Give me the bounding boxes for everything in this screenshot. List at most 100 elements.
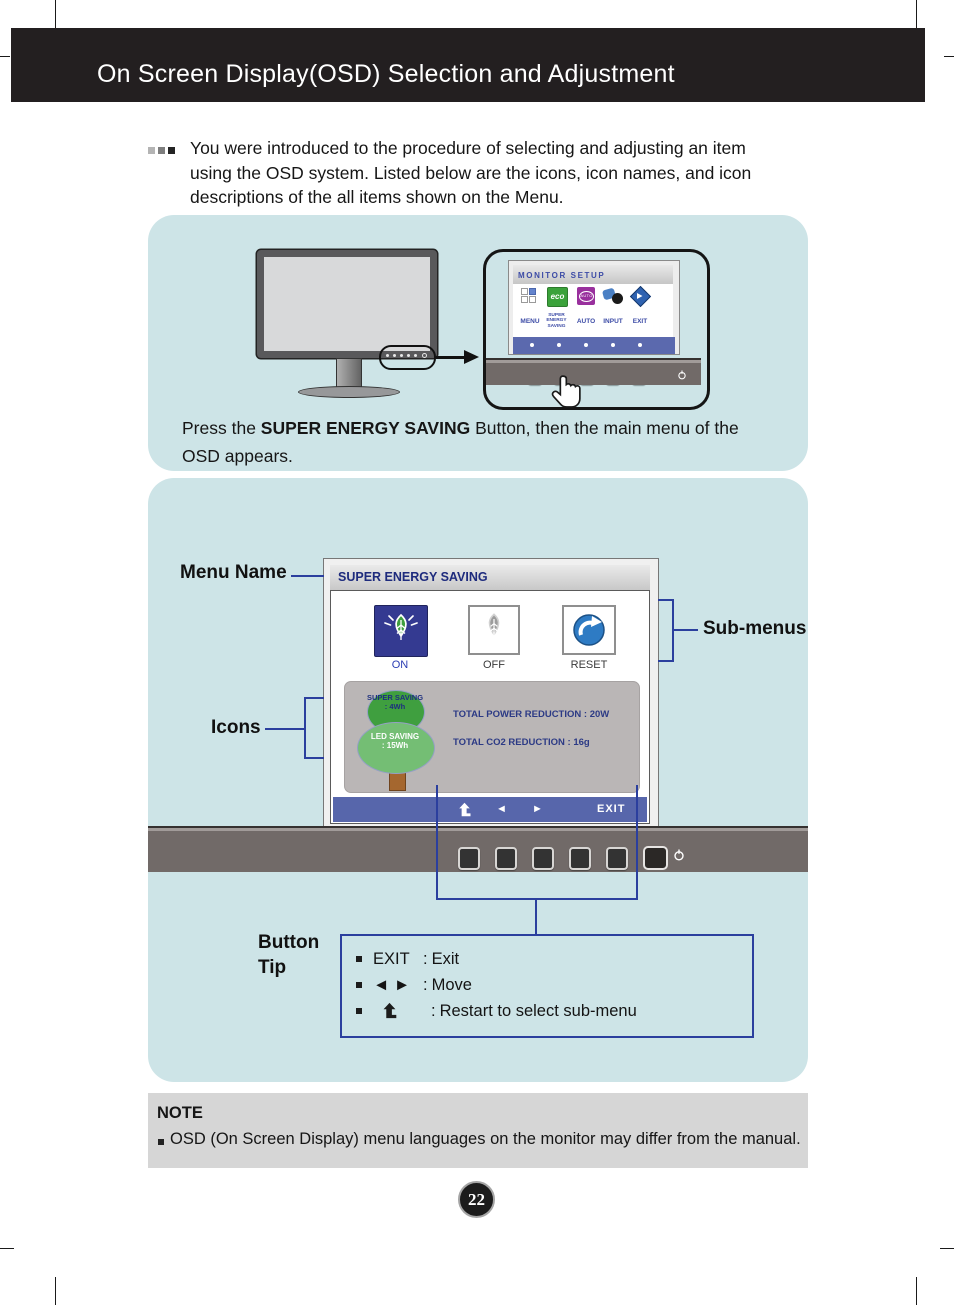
power-icon (678, 370, 686, 380)
intro-paragraph: You were introduced to the procedure of … (190, 136, 751, 210)
icons-bracket (265, 728, 306, 730)
monitor-stand (336, 358, 362, 389)
osd2-footer-bar: ◄ ► EXIT (333, 797, 647, 822)
page-number: 22 (468, 1189, 485, 1209)
reset-circle-arrow-icon (573, 614, 605, 646)
note-heading: NOTE (157, 1104, 203, 1122)
total-power-reduction: TOTAL POWER REDUCTION : 20W (453, 709, 610, 720)
icons-bracket (304, 757, 324, 759)
tip-sep: : (423, 949, 428, 968)
osd2-title-bar: SUPER ENERGY SAVING (330, 565, 650, 590)
input-button-2 (569, 847, 591, 870)
press-rest: Button, then the main menu of the (470, 418, 739, 438)
page-number-badge: 22 (458, 1181, 495, 1218)
crop-mark (916, 1277, 917, 1305)
left-arrow-icon: ◄ (496, 803, 507, 815)
submenus-bracket (672, 599, 674, 662)
icons-callout: Icons (211, 717, 261, 738)
control-buttons-highlight-oval (379, 345, 436, 370)
footer-exit-label: EXIT (597, 803, 626, 815)
page-title: On Screen Display(OSD) Selection and Adj… (97, 60, 675, 88)
tip-term: EXIT (373, 949, 410, 968)
up-arrow-icon (459, 802, 471, 817)
osd2-content: ON OFF RESET SUPER SAVING : 4Wh LED SAVI… (330, 590, 650, 824)
intro-bullet-icon (148, 147, 178, 155)
crop-mark (0, 1248, 14, 1249)
crop-mark (944, 56, 954, 57)
auto-button-2 (532, 847, 554, 870)
super-saving-text: SUPER SAVING : 4Wh (366, 693, 424, 711)
tip-up-arrow-icon (373, 1002, 431, 1021)
submenus-callout: Sub-menus (703, 618, 807, 639)
input-label: INPUT (603, 318, 623, 325)
press-instruction: Press the SUPER ENERGY SAVING Button, th… (182, 418, 739, 467)
button-tip-box: EXIT : Exit ◄ ► : Move : Restart to sele… (340, 934, 754, 1038)
tip-sep: : (423, 975, 428, 994)
power-button-2 (643, 846, 668, 870)
menu-label: MENU (520, 318, 540, 325)
reset-tile (562, 605, 616, 655)
osd-title: MONITOR SETUP (518, 271, 606, 280)
buttons-bracket (436, 785, 438, 900)
submenus-bracket (674, 629, 698, 631)
press-button-name: SUPER ENERGY SAVING (260, 418, 471, 438)
crop-mark (940, 1248, 954, 1249)
super-energy-saving-osd-window: SUPER ENERGY SAVING (323, 558, 659, 832)
submenus-bracket (658, 660, 674, 662)
osd-footer-bar (513, 337, 675, 354)
crop-mark (55, 0, 56, 28)
osd-title-bar: MONITOR SETUP (513, 265, 673, 284)
off-label: OFF (483, 659, 505, 671)
leaf-off-icon (488, 613, 500, 640)
intro-line: descriptions of the all items shown on t… (190, 187, 564, 207)
tip-bullet-icon (356, 956, 362, 962)
tip-row-restart: : Restart to select sub-menu (356, 998, 736, 1024)
exit-icon (629, 285, 652, 308)
pointer-arrow-head (464, 350, 479, 364)
mini-button-dots (386, 353, 430, 358)
super-energy-saving-label: SUPER ENERGY SAVING (546, 313, 567, 329)
reset-label: RESET (570, 659, 608, 671)
energy-info-panel: SUPER SAVING : 4Wh LED SAVING : 15Wh TOT… (344, 681, 640, 793)
tip-desc: Move (431, 975, 472, 994)
press-line2: OSD appears. (182, 446, 293, 466)
total-co2-reduction: TOTAL CO2 REDUCTION : 16g (453, 737, 590, 748)
crop-mark (55, 1277, 56, 1305)
tip-bullet-icon (356, 1008, 362, 1014)
tip-desc: Restart to select sub-menu (439, 1001, 637, 1020)
buttons-bracket (436, 898, 638, 900)
buttons-bracket-connector (535, 898, 537, 936)
note-text: OSD (On Screen Display) menu languages o… (170, 1130, 801, 1148)
crop-mark (916, 0, 917, 28)
monitor-illustration (257, 250, 437, 358)
monitor-bezel-strip (486, 358, 701, 385)
monitor-base (298, 386, 400, 398)
leaf-on-icon (384, 613, 418, 640)
tip-row-move: ◄ ► : Move (356, 972, 736, 998)
auto-label: AUTO (576, 318, 596, 325)
tip-row-exit: EXIT : Exit (356, 946, 736, 972)
note-box: NOTE OSD (On Screen Display) menu langua… (148, 1093, 808, 1168)
led-saving-text: LED SAVING : 15Wh (370, 732, 420, 750)
note-bullet-icon (158, 1139, 164, 1145)
power-icon-2 (674, 849, 684, 861)
buttons-bracket (636, 785, 638, 900)
tip-desc: Exit (431, 949, 460, 968)
monitor-setup-osd-window: MONITOR SETUP (508, 260, 680, 355)
menu-icon (521, 288, 538, 305)
button-tip-callout: Button Tip (258, 932, 320, 978)
menu-name-callout: Menu Name (180, 562, 287, 583)
right-arrow-icon: ► (532, 803, 543, 815)
intro-line: using the OSD system. Listed below are t… (190, 162, 752, 183)
super-energy-saving-icon: eco (547, 287, 568, 307)
submenus-bracket (658, 599, 674, 601)
super-energy-saving-button-2 (495, 847, 517, 870)
intro-line: You were introduced to the procedure of … (190, 138, 746, 158)
exit-label: EXIT (632, 318, 648, 325)
off-tile (468, 605, 520, 655)
menu-name-line (291, 575, 324, 577)
icons-bracket (304, 697, 306, 759)
on-label: ON (391, 659, 409, 671)
input-icon (601, 287, 623, 305)
